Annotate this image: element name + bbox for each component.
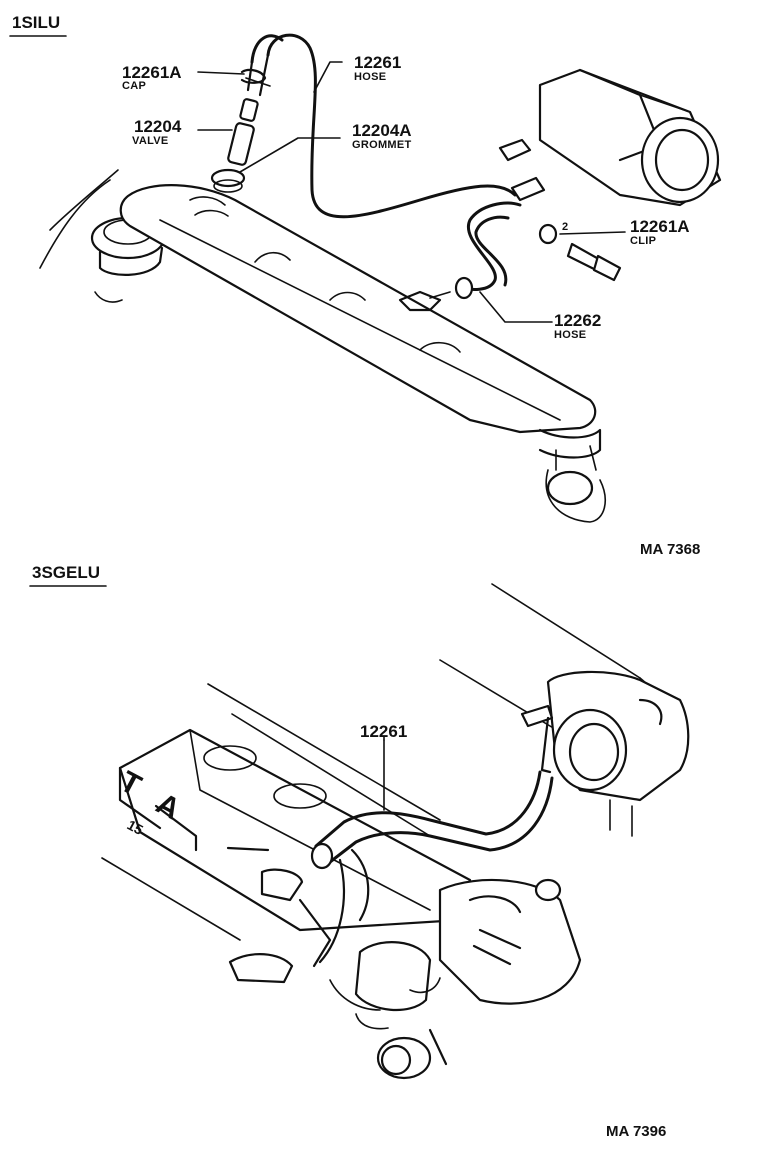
throttle-body-3sge bbox=[520, 670, 690, 837]
cover-number-15: 15 bbox=[125, 817, 146, 839]
section-3sgelu-label: 3SGELU bbox=[32, 563, 100, 582]
callout-desc: VALVE bbox=[132, 135, 169, 147]
hose-12261-3sge bbox=[310, 739, 554, 870]
leader-lines-1 bbox=[197, 61, 626, 323]
callout-part-no: 12261A bbox=[630, 217, 690, 236]
section-1silu: 1SILU bbox=[9, 13, 722, 558]
callout-desc: GROMMET bbox=[352, 139, 412, 151]
drawing-ref-ma7396: MA 7396 bbox=[606, 1123, 666, 1140]
engine-block-outline bbox=[39, 169, 123, 303]
section-3sgelu: 3SGELU T A 15 bbox=[29, 563, 690, 1140]
cylinder-head-cover bbox=[119, 184, 597, 434]
cam-cover: T A 15 bbox=[115, 728, 472, 932]
hose-12262 bbox=[454, 201, 522, 300]
callout-part-no: 12204 bbox=[134, 117, 182, 136]
callout-part-no: 12261 bbox=[360, 722, 407, 741]
drawing-ref-ma7368: MA 7368 bbox=[640, 541, 700, 558]
section-1silu-label: 1SILU bbox=[12, 13, 60, 32]
clip-marker: 2 bbox=[562, 221, 568, 233]
callout-desc: HOSE bbox=[554, 329, 586, 341]
callout-part-no: 12261A bbox=[122, 63, 182, 82]
callout-part-no: 12261 bbox=[354, 53, 401, 72]
callout-part-no: 12204A bbox=[352, 121, 412, 140]
callout-part-no: 12262 bbox=[554, 311, 601, 330]
callout-desc: HOSE bbox=[354, 71, 386, 83]
pcv-valve-assembly bbox=[210, 68, 271, 193]
callouts-1silu: 12261A CAP 12204 VALVE 12261 HOSE 12204A… bbox=[122, 53, 690, 341]
lower-bracket bbox=[538, 428, 606, 523]
clip-and-fitting: 2 bbox=[538, 221, 622, 282]
throttle-body bbox=[498, 68, 722, 207]
callout-desc: CLIP bbox=[630, 235, 656, 247]
distributor-assembly bbox=[228, 848, 582, 1080]
callout-desc: CAP bbox=[122, 80, 146, 92]
